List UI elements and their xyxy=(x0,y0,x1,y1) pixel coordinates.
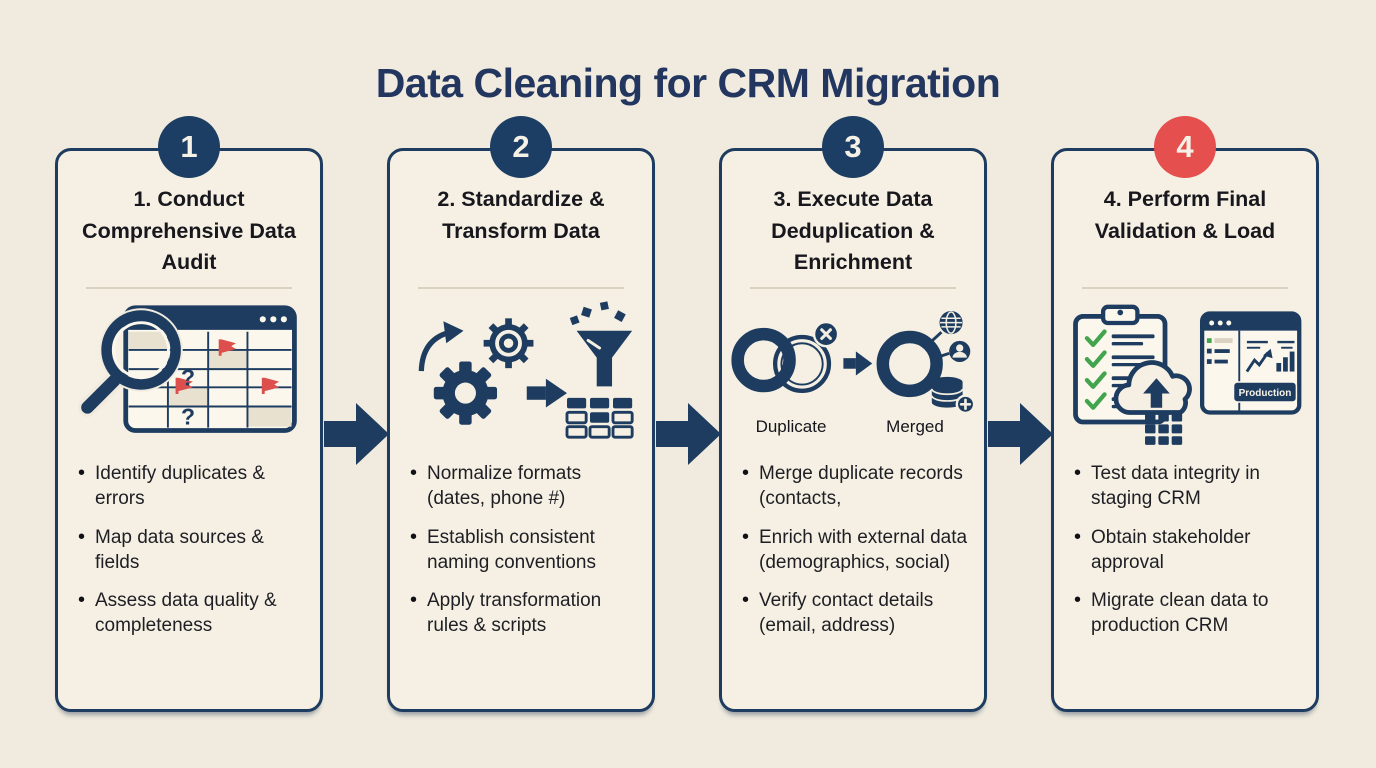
duplicate-merge-enrich-icon xyxy=(731,310,976,414)
bullet-item: Identify duplicates & errors xyxy=(78,460,306,512)
bullet-item: Map data sources & fields xyxy=(78,524,306,576)
divider xyxy=(418,287,624,289)
cloud-upload-icon xyxy=(1113,359,1192,445)
step-card-4: 4 4. Perform Final Validation & Load xyxy=(1051,116,1319,712)
sidebar-list-icon xyxy=(1206,337,1233,364)
globe-icon xyxy=(939,310,963,334)
step-icon-area: Production xyxy=(1054,289,1316,453)
step-number: 2 xyxy=(512,129,530,164)
flow-arrow-icon xyxy=(324,403,389,465)
production-badge: Production xyxy=(1232,380,1298,403)
bullet-list: Identify duplicates & errors Map data so… xyxy=(58,460,320,639)
step-card-2: 2 2. Standardize & Transform Data xyxy=(387,116,655,712)
checklist-cloud-production-icon: Production xyxy=(1073,304,1302,445)
bullet-item: Test data integrity in staging CRM xyxy=(1074,460,1302,512)
data-grid-icon xyxy=(565,397,634,439)
step-card-3: 3 3. Execute Data Deduplication & Enrich… xyxy=(719,116,987,712)
error-flag-icon xyxy=(175,339,280,395)
line-chart-icon xyxy=(1245,340,1273,372)
step-number: 4 xyxy=(1176,129,1194,164)
bullet-item: Migrate clean data to production CRM xyxy=(1074,587,1302,639)
step-number: 3 xyxy=(844,129,862,164)
bullet-item: Verify contact details (email, address) xyxy=(742,587,970,639)
bullet-item: Normalize formats (dates, phone #) xyxy=(410,460,638,512)
step-number-badge: 1 xyxy=(158,116,220,178)
svg-text:?: ? xyxy=(181,404,195,430)
bar-chart-icon xyxy=(1276,340,1295,372)
duplicate-label: Duplicate xyxy=(755,416,827,436)
funnel-icon xyxy=(569,301,633,387)
bullet-item: Merge duplicate records (contacts, xyxy=(742,460,970,512)
database-plus-icon xyxy=(930,376,976,414)
step-title: 3. Execute Data Deduplication & Enrichme… xyxy=(771,187,935,275)
dashboard-window-icon: Production xyxy=(1199,310,1302,415)
right-arrow-icon xyxy=(526,378,567,408)
question-mark-icon: ? ? xyxy=(181,364,195,429)
bullet-item: Enrich with external data (demographics,… xyxy=(742,524,970,576)
x-badge-icon xyxy=(812,320,840,347)
divider xyxy=(1082,287,1288,289)
magnifier-spreadsheet-audit-icon: ? ? xyxy=(77,305,297,433)
gear-filled-icon xyxy=(433,361,498,425)
bullet-item: Assess data quality & completeness xyxy=(78,587,306,639)
bullet-list: Test data integrity in staging CRM Obtai… xyxy=(1054,460,1316,639)
merged-ring-icon xyxy=(876,310,976,414)
step-number-badge: 3 xyxy=(822,116,884,178)
step-icon-area: Duplicate Merged xyxy=(722,289,984,453)
bullet-list: Normalize formats (dates, phone #) Estab… xyxy=(390,460,652,639)
curved-arrow-icon xyxy=(418,321,464,372)
divider xyxy=(86,287,292,289)
step-number: 1 xyxy=(180,129,198,164)
divider xyxy=(750,287,956,289)
gears-funnel-transform-icon xyxy=(418,301,634,439)
bullet-list: Merge duplicate records (contacts, Enric… xyxy=(722,460,984,639)
bullet-item: Obtain stakeholder approval xyxy=(1074,524,1302,576)
page-title: Data Cleaning for CRM Migration xyxy=(375,60,1001,107)
bullet-item: Apply transformation rules & scripts xyxy=(410,587,638,639)
production-label: Production xyxy=(1239,387,1292,398)
magnifier-icon xyxy=(77,308,183,418)
step-number-badge: 2 xyxy=(490,116,552,178)
bullet-item: Establish consistent naming conventions xyxy=(410,524,638,576)
step-card-1: 1 1. Conduct Comprehensive Data Audit xyxy=(55,116,323,712)
duplicate-rings-icon xyxy=(731,320,840,393)
svg-text:?: ? xyxy=(181,364,195,390)
merged-label: Merged xyxy=(886,416,944,436)
step-title: 1. Conduct Comprehensive Data Audit xyxy=(82,187,296,275)
step-number-badge: 4 xyxy=(1154,116,1216,178)
spreadsheet-window-icon: ? ? xyxy=(123,305,297,433)
gear-outline-icon xyxy=(483,318,534,369)
flow-arrow-icon xyxy=(656,403,721,465)
step-icon-area: ? ? xyxy=(58,289,320,453)
step-title: 2. Standardize & Transform Data xyxy=(437,187,605,243)
icon-caption-row: Duplicate Merged xyxy=(729,417,977,437)
flow-arrow-icon xyxy=(988,403,1053,465)
right-arrow-icon xyxy=(843,350,873,375)
person-icon xyxy=(949,340,971,362)
step-title: 4. Perform Final Validation & Load xyxy=(1094,187,1276,243)
step-icon-area xyxy=(390,289,652,453)
